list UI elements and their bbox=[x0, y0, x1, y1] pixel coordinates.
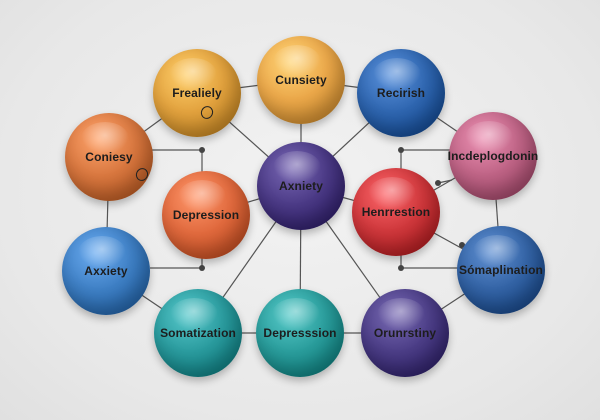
node-somaplination: Sómaplination bbox=[457, 226, 545, 314]
node-label: Orunrstiny bbox=[373, 326, 437, 340]
node-label: Axxiety bbox=[84, 264, 128, 278]
node-orunrstiny: Orunrstiny bbox=[361, 289, 449, 377]
node-label: Somatization bbox=[160, 326, 236, 340]
node-incdeplogdonin: Incdeplogdonin bbox=[447, 112, 539, 200]
node-label: Depression bbox=[172, 208, 240, 222]
node-label: Depresssion bbox=[263, 326, 337, 340]
node-label: Axniety bbox=[278, 179, 324, 193]
node-somatization: Somatization bbox=[154, 289, 242, 377]
node-cunsiety: Cunsiety bbox=[257, 36, 345, 124]
node-label: Cunsiety bbox=[275, 73, 327, 87]
elbow-incdeplogdonin-to-henrrestion bbox=[400, 149, 452, 172]
node-label: Frealiely bbox=[172, 86, 222, 100]
node-henrrestion: Henrrestion bbox=[352, 168, 440, 256]
node-axxiety: Axxiety bbox=[62, 227, 150, 315]
connector-dot bbox=[435, 180, 441, 186]
node-label: Incdeplogdonin bbox=[447, 149, 539, 163]
connector-dot bbox=[398, 265, 404, 271]
node-depresssion-bottom: Depresssion bbox=[256, 289, 344, 377]
connector-dot bbox=[199, 265, 205, 271]
node-label: Coniesy bbox=[85, 150, 133, 164]
node-coniesy: Coniesy bbox=[65, 113, 153, 201]
connector-dot bbox=[398, 147, 404, 153]
node-label: Recirish bbox=[376, 86, 426, 100]
node-anxiety-center: Axniety bbox=[257, 142, 345, 230]
elbow-somaplination-to-henrrestion bbox=[400, 252, 460, 269]
connector-dot bbox=[199, 147, 205, 153]
node-recirish: Recirish bbox=[357, 49, 445, 137]
node-depression-left: Depression bbox=[162, 171, 250, 259]
node-frealiely: Frealiely bbox=[153, 49, 241, 137]
node-label: Sómaplination bbox=[459, 263, 543, 277]
node-label: Henrrestion bbox=[361, 205, 431, 219]
